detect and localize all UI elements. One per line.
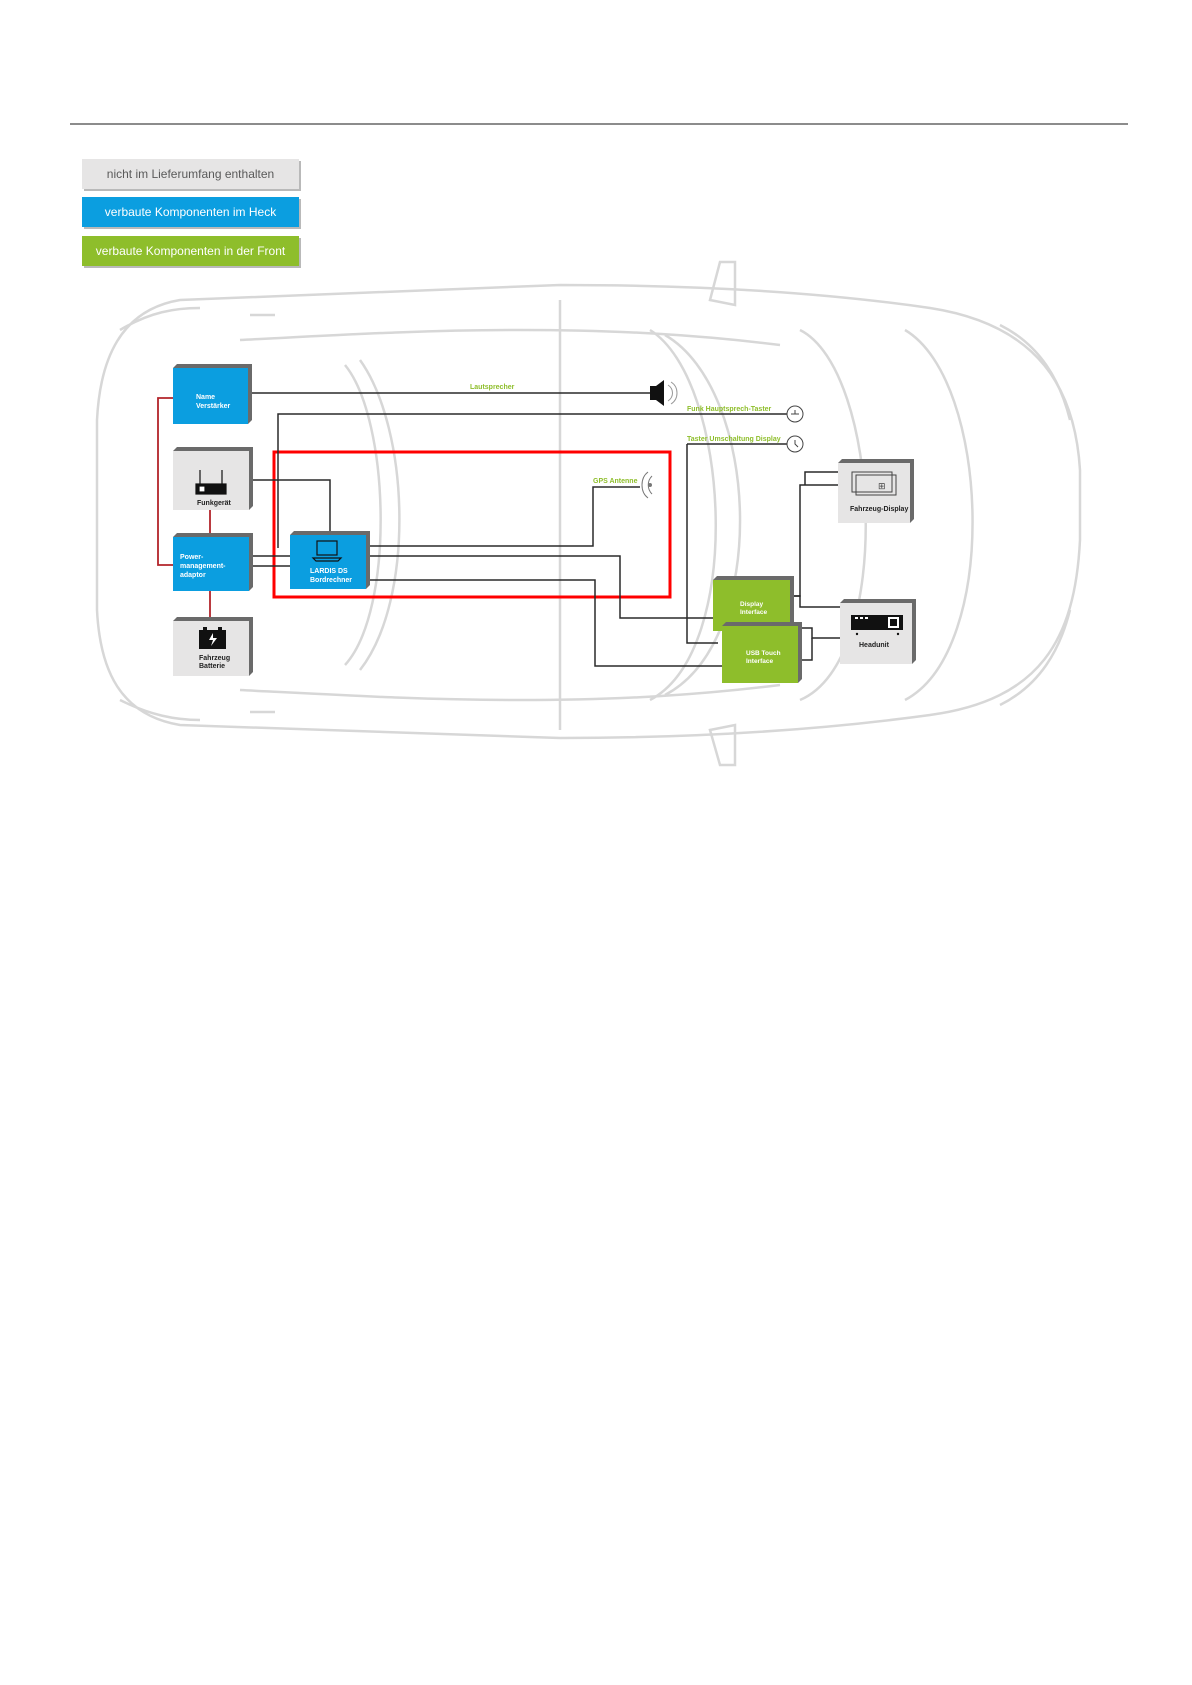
headunit-icon [851,615,903,636]
legend-rear-components: verbaute Komponenten im Heck [82,197,299,227]
button-icon [786,435,804,453]
speaker-label: Lautsprecher [470,384,515,391]
legend-front-components: verbaute Komponenten in der Front [82,236,299,266]
display-switch-label: Taster Umschaltung Display [687,436,781,443]
radio-icon [195,470,227,495]
legend-not-included: nicht im Lieferumfang enthalten [82,159,299,189]
speaker-icon [650,380,678,406]
headunit-box: Headunit [840,599,916,664]
ptt-button-label: Funk Hauptsprech-Taster [687,406,772,413]
highlight-frame [272,450,672,599]
power-adapter-label: Power-management-adaptor [180,554,226,579]
vehicle-display-label: Fahrzeug-Display [850,506,908,513]
display-icon: ⊞ [851,471,897,496]
laptop-icon [311,540,343,562]
headunit-label: Headunit [859,642,890,649]
gps-antenna-label: GPS Antenne [593,478,638,485]
power-adapter-box: Power-management-adaptor [173,533,253,591]
top-divider [70,123,1128,125]
gps-antenna-icon [641,471,653,499]
power-wires [157,397,211,617]
car-outline [95,260,1082,767]
vehicle-display-box: ⊞ Fahrzeug-Display [838,459,914,523]
svg-text:⊞: ⊞ [878,482,886,492]
radio-box: Funkgerät [173,447,253,510]
button-icon [786,405,804,423]
signal-wires [248,392,840,667]
radio-label: Funkgerät [197,500,232,507]
battery-icon [199,627,226,649]
